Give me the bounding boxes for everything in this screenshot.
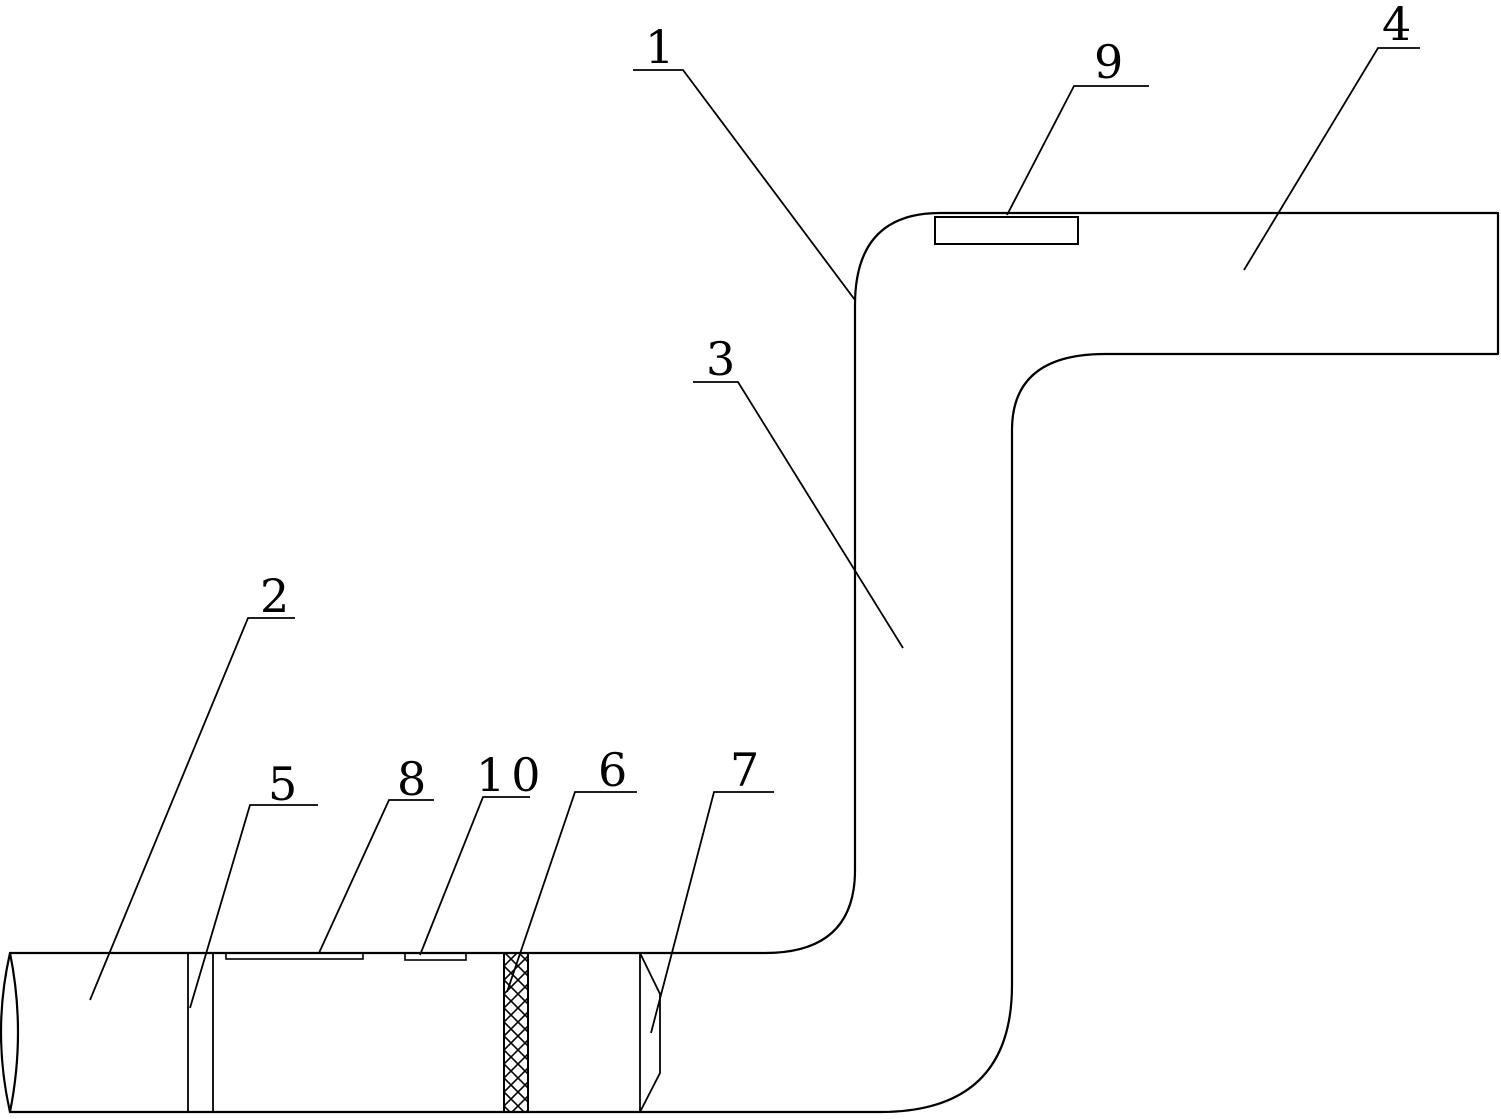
leader-6 (506, 791, 637, 993)
leader-lines (89, 47, 1420, 1034)
leader-5 (189, 804, 318, 1009)
label-4: 4 (1382, 0, 1411, 51)
component-6-filter (503, 952, 529, 1113)
label-8: 8 (397, 752, 426, 806)
leader-4 (1243, 47, 1420, 271)
component-7-valve (639, 952, 661, 1113)
component-9-block (934, 216, 1079, 245)
label-10: 10 (476, 748, 547, 802)
label-2: 2 (260, 569, 289, 623)
label-1: 1 (645, 20, 674, 74)
label-3: 3 (706, 332, 735, 386)
leader-8 (318, 799, 434, 954)
leader-3 (693, 381, 904, 649)
labels: 1 2 3 4 5 6 7 8 9 10 (260, 0, 1411, 811)
pipe-left-end (0, 951, 20, 1114)
label-5: 5 (268, 757, 297, 811)
pipe-outline (0, 211, 1500, 1114)
component-10-strip (404, 952, 467, 961)
leader-9 (1006, 85, 1149, 216)
component-5-partition (187, 953, 214, 1112)
component-8-strip (225, 952, 364, 960)
label-7: 7 (730, 743, 759, 797)
label-9: 9 (1094, 35, 1123, 89)
leader-7 (650, 791, 774, 1034)
pipe-outer-wall (8, 211, 1500, 1114)
leader-10 (419, 796, 530, 956)
label-6: 6 (598, 743, 627, 797)
leader-1 (633, 69, 856, 301)
leader-2 (89, 617, 295, 1001)
